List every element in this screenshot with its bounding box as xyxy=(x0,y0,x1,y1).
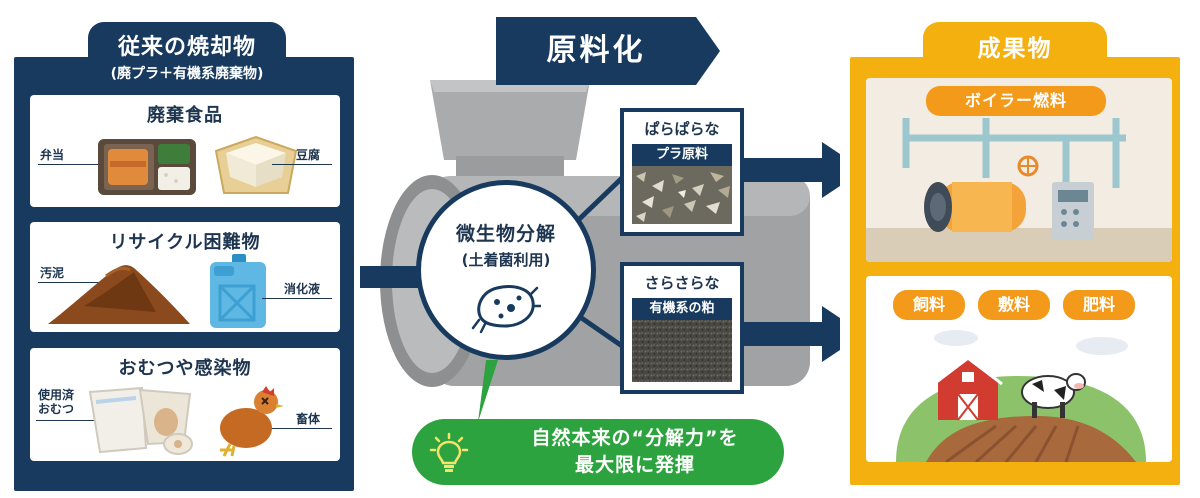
organic-residue-box: さらさらな 有機系の粕 xyxy=(620,262,744,394)
waste-food-title: 廃棄食品 xyxy=(147,105,223,126)
plastic-raw-material-label: プラ原料 xyxy=(632,144,732,166)
tofu-label: 豆腐 xyxy=(296,148,321,162)
organic-residue-photo xyxy=(632,320,732,382)
plastic-raw-material-title: ぱらぱらな xyxy=(644,120,720,138)
diaper-leader-line xyxy=(36,420,100,421)
highlight-line-2: 最大限に発揮 xyxy=(574,454,695,476)
waste-food-card: 廃棄食品 弁当 豆腐 xyxy=(30,95,340,207)
bedding-label: 敷料 xyxy=(978,290,1050,320)
microbial-decomposition-title: 微生物分解 xyxy=(455,223,556,245)
organic-residue-title: さらさらな xyxy=(644,274,720,292)
plastic-flakes-photo xyxy=(632,166,732,224)
hard-to-recycle-card: リサイクル困難物 汚泥 消化液 xyxy=(30,222,340,332)
hard-to-recycle-title: リサイクル困難物 xyxy=(109,232,261,253)
highlight-text: 自然本来の“分解力”を 最大限に発揮 xyxy=(500,425,770,479)
jerry-can-illustration xyxy=(210,254,266,328)
carcass-label: 畜体 xyxy=(296,412,321,426)
decomposition-power-highlight xyxy=(412,419,784,485)
sludge-label: 汚泥 xyxy=(40,266,65,280)
conventional-waste-title: 従来の焼却物 xyxy=(117,35,256,60)
microbial-decomposition-circle: 微生物分解 (土着菌利用) xyxy=(416,180,596,360)
sludge-leader-line xyxy=(38,282,108,283)
plastic-raw-material-box: ぱらぱらな プラ原料 xyxy=(620,108,744,236)
organic-residue-label: 有機系の粕 xyxy=(632,298,732,320)
chicken-carcass-illustration xyxy=(220,386,284,457)
digestate-leader-line xyxy=(262,298,332,299)
boiler-illustration xyxy=(866,78,1172,262)
diaper-illustration xyxy=(88,386,193,455)
highlight-line-1: 自然本来の“分解力”を xyxy=(531,427,739,449)
used-diaper-label: 使用済 おむつ xyxy=(38,388,75,416)
microbe-icon xyxy=(471,285,543,334)
feed-label: 飼料 xyxy=(893,290,965,320)
bento-label: 弁当 xyxy=(40,148,65,162)
tofu-leader-line xyxy=(272,164,332,165)
carcass-leader-line xyxy=(272,428,332,429)
tofu-illustration xyxy=(214,135,298,194)
sludge-illustration xyxy=(48,265,190,324)
diaper-infectious-card: おむつや感染物 使用済 おむつ 畜体 xyxy=(30,348,340,461)
conventional-waste-subtitle: (廃プラ＋有機系廃棄物) xyxy=(110,66,264,82)
bento-illustration xyxy=(98,139,196,195)
digestate-label: 消化液 xyxy=(284,282,321,296)
products-tab: 成果物 xyxy=(923,22,1107,78)
diaper-infectious-title: おむつや感染物 xyxy=(118,358,252,379)
raw-material-header: 原料化 xyxy=(546,33,646,68)
boiler-fuel-label: ボイラー燃料 xyxy=(926,86,1106,116)
lightbulb-icon xyxy=(429,432,469,472)
indigenous-bacteria-subtitle: (土着菌利用) xyxy=(461,251,551,269)
raw-material-header-arrow xyxy=(496,17,720,85)
conventional-waste-tab: 従来の焼却物 (廃プラ＋有機系廃棄物) xyxy=(88,22,286,84)
fertilizer-label: 肥料 xyxy=(1063,290,1135,320)
bento-leader-line xyxy=(38,164,112,165)
